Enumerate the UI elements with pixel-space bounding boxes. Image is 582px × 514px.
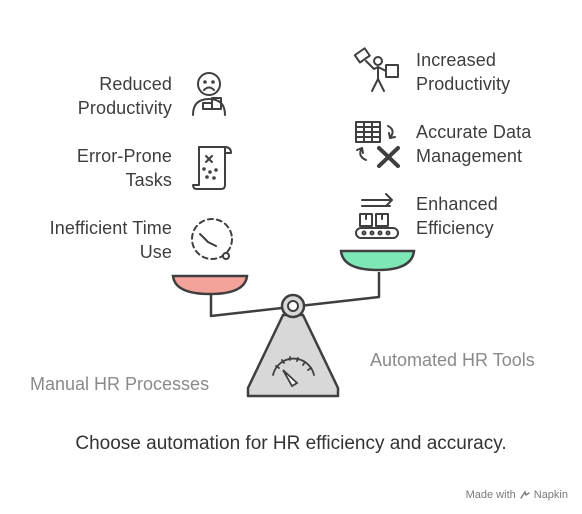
- error-document-icon: [192, 146, 232, 190]
- footer-brand: Napkin: [533, 489, 568, 501]
- sad-worker-icon: [192, 72, 226, 116]
- right-category-label: Automated HR Tools: [370, 350, 535, 370]
- right-item-accurate-data: Accurate Data Management: [416, 122, 532, 166]
- productive-worker-icon: [353, 47, 399, 92]
- gauge-icon: [272, 356, 315, 388]
- spreadsheet-icon: [355, 121, 400, 168]
- napkin-logo-icon: [520, 490, 530, 499]
- left-item-reduced-productivity: Reduced Productivity: [77, 74, 172, 118]
- napkin-credit: Made with Napkin: [466, 489, 568, 501]
- clock-dashed-icon: [191, 218, 233, 260]
- left-pan: [171, 274, 249, 296]
- left-item-inefficient-time: Inefficient Time Use: [49, 218, 172, 262]
- right-item-increased-productivity: Increased Productivity: [416, 50, 511, 94]
- right-pan: [339, 249, 416, 272]
- caption: Choose automation for HR efficiency and …: [75, 433, 507, 454]
- left-item-error-prone-tasks: Error-Prone Tasks: [76, 146, 172, 190]
- footer-prefix: Made with: [465, 489, 516, 501]
- right-item-enhanced-efficiency: Enhanced Efficiency: [416, 194, 498, 238]
- scale-base: [246, 313, 340, 398]
- left-category-label: Manual HR Processes: [30, 374, 210, 394]
- conveyor-icon: [355, 193, 399, 239]
